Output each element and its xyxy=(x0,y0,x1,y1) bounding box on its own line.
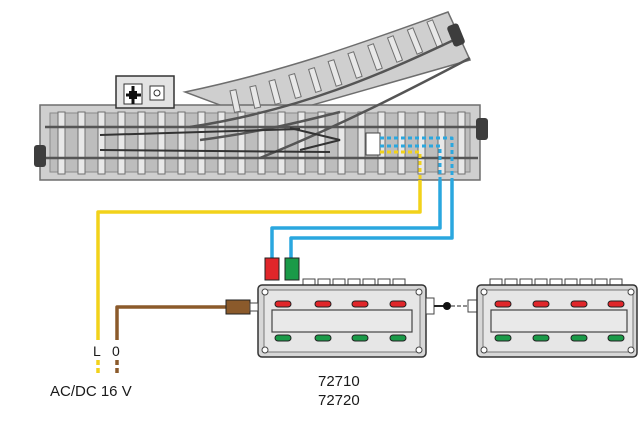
green-button[interactable] xyxy=(389,334,407,342)
model-number-label-2: 72720 xyxy=(318,392,360,409)
curved-rails xyxy=(189,36,471,160)
green-button[interactable] xyxy=(314,334,332,342)
green-buttons xyxy=(274,334,407,342)
yellow-wire xyxy=(96,180,422,340)
turnout-drive-icon xyxy=(126,86,141,104)
green-plug xyxy=(284,257,300,281)
label-field xyxy=(271,309,413,333)
turnout-points xyxy=(99,127,341,153)
control-box-main xyxy=(225,257,435,358)
track-end-clips xyxy=(34,23,488,167)
red-button[interactable] xyxy=(494,300,512,308)
plug-icon xyxy=(425,297,435,315)
model-number-label: 72710 xyxy=(318,373,360,390)
red-plug xyxy=(264,257,280,281)
turnout-track xyxy=(34,11,488,181)
wires xyxy=(96,136,454,376)
terminal-0-label: 0 xyxy=(112,343,120,359)
blue-wire-hidden xyxy=(380,136,454,185)
straight-sleepers xyxy=(57,111,466,175)
brown-wire xyxy=(115,305,228,340)
box-link xyxy=(434,299,478,313)
red-buttons xyxy=(274,300,407,308)
track-connector xyxy=(365,132,381,156)
red-button[interactable] xyxy=(570,300,588,308)
power-supply-label: AC/DC 16 V xyxy=(50,383,132,400)
curved-sleepers xyxy=(229,19,444,113)
control-box-extension xyxy=(476,278,638,358)
red-button[interactable] xyxy=(274,300,292,308)
red-button[interactable] xyxy=(314,300,332,308)
green-button[interactable] xyxy=(570,334,588,342)
green-button[interactable] xyxy=(494,334,512,342)
power-plug xyxy=(225,299,251,315)
red-button[interactable] xyxy=(351,300,369,308)
green-button[interactable] xyxy=(607,334,625,342)
red-button[interactable] xyxy=(607,300,625,308)
blue-wire-red-button xyxy=(270,180,442,260)
green-button[interactable] xyxy=(532,334,550,342)
red-button[interactable] xyxy=(389,300,407,308)
turnout-drive xyxy=(115,75,175,109)
red-button[interactable] xyxy=(532,300,550,308)
blue-wire-green-button xyxy=(289,180,454,260)
terminal-l-label: L xyxy=(93,343,101,359)
blue-wire-hidden-2 xyxy=(380,144,442,185)
top-sockets xyxy=(302,278,406,289)
green-button[interactable] xyxy=(274,334,292,342)
curved-track-base xyxy=(182,11,472,121)
green-button[interactable] xyxy=(351,334,369,342)
